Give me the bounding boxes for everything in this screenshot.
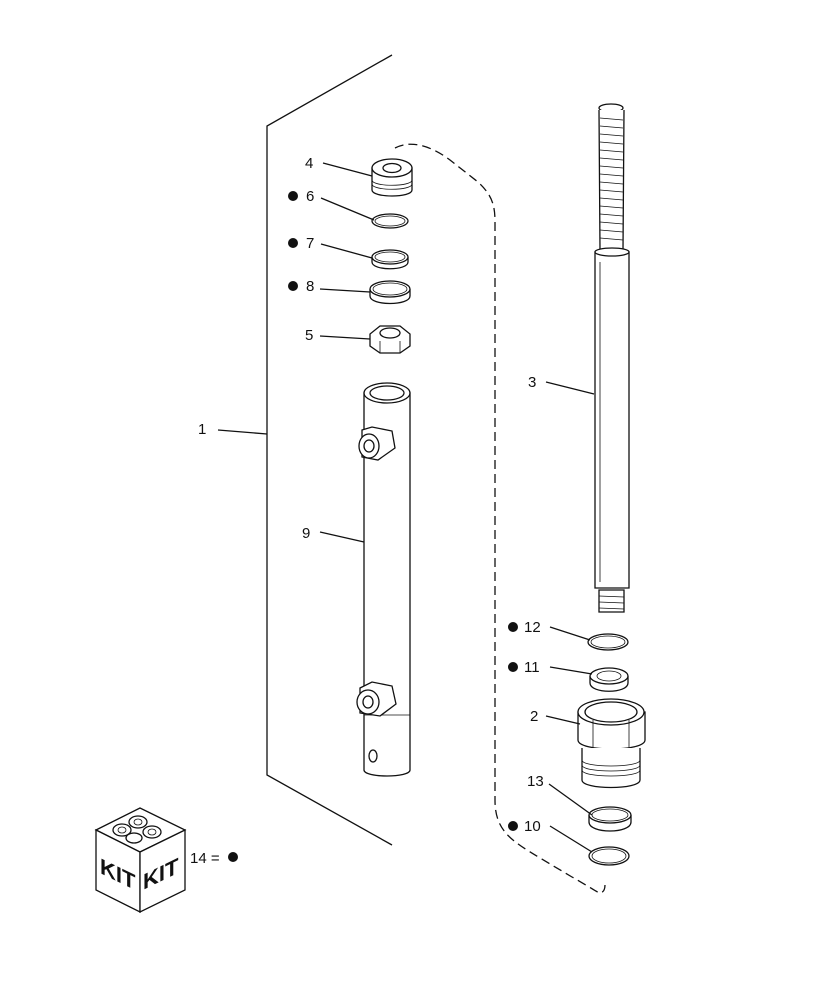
callout-4: 4 [305, 155, 313, 172]
kit-dot-8 [288, 281, 298, 291]
part-13-backup-ring [588, 806, 632, 832]
callout-12: 12 [524, 619, 541, 636]
leader-lines [217, 162, 595, 853]
assembly-bracket [266, 54, 393, 846]
part-7-seal-ring [371, 249, 409, 270]
kit-legend-dot [228, 852, 238, 862]
callout-7: 7 [306, 235, 314, 252]
callout-10: 10 [524, 818, 541, 835]
callout-8: 8 [306, 278, 314, 295]
part-3-piston-rod [594, 103, 630, 613]
callout-1: 1 [198, 421, 206, 438]
part-9-cylinder-barrel [356, 382, 411, 777]
callout-2: 2 [530, 708, 538, 725]
kit-dot-10 [508, 821, 518, 831]
callout-3: 3 [528, 374, 536, 391]
kit-legend-text: 14 = [190, 850, 220, 867]
callout-11: 11 [524, 659, 540, 676]
kit-dot-6 [288, 191, 298, 201]
part-8-seal-ring [369, 280, 411, 305]
rod-group-boundary [394, 143, 606, 894]
part-6-seal-ring [371, 213, 409, 229]
part-4-gland [371, 158, 413, 197]
part-11-wiper [589, 667, 629, 692]
callout-5: 5 [305, 327, 313, 344]
kit-fittings [112, 815, 162, 844]
kit-dot-11 [508, 662, 518, 672]
part-5-hex-nut [369, 325, 411, 354]
kit-dot-12 [508, 622, 518, 632]
callout-6: 6 [306, 188, 314, 205]
kit-box-icon: KIT KIT [94, 807, 187, 914]
callout-13: 13 [527, 773, 544, 790]
kit-legend: 14 = [190, 850, 238, 867]
callout-labels: 4 6 7 8 5 1 9 3 12 11 2 13 10 [198, 155, 544, 835]
part-10-o-ring [588, 846, 630, 866]
part-12-seal-ring [587, 633, 629, 651]
callout-9: 9 [302, 525, 310, 542]
kit-dot-7 [288, 238, 298, 248]
part-2-cylinder-head [577, 698, 646, 789]
